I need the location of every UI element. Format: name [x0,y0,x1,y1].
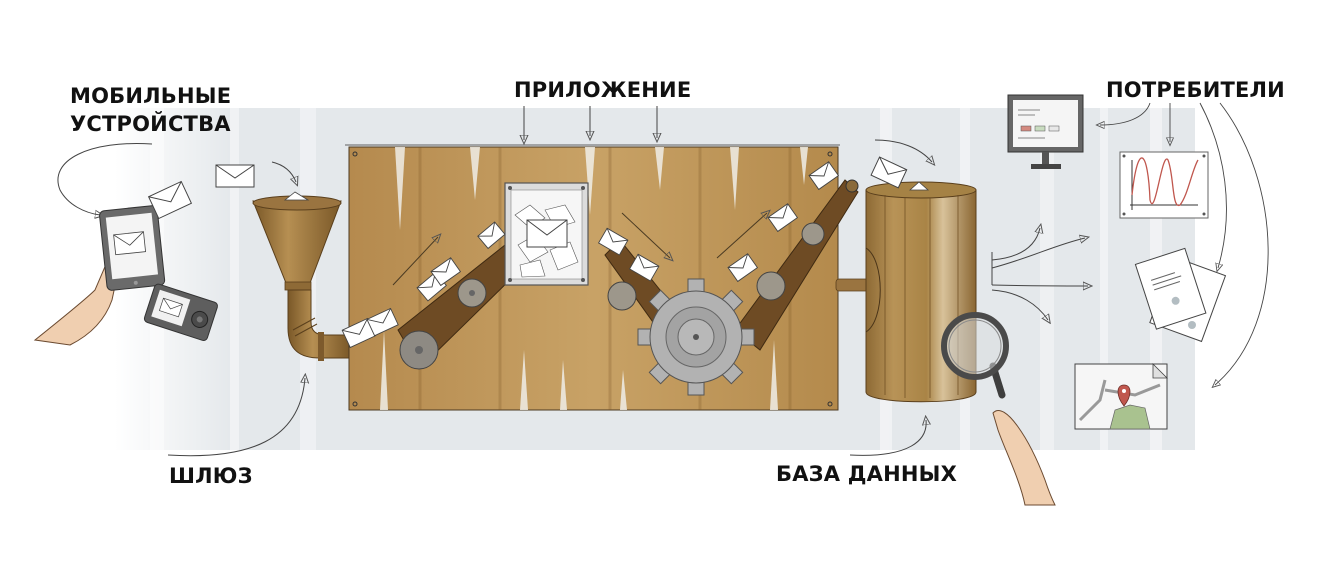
line-chart-icon [1119,151,1209,219]
envelope-box-icon [504,182,589,286]
connector-arrow [57,142,153,215]
mobile-devices-label-line2: УСТРОЙСТВА [70,112,231,136]
envelopes-in-transit [341,161,840,349]
camera-phone-icon [143,283,218,341]
application-label: ПРИЛОЖЕНИЕ [514,78,692,102]
monitor-icon [1007,94,1084,169]
gateway-label: ШЛЮЗ [169,464,253,488]
gateway-funnel-icon [252,191,351,361]
consumers-label: ПОТРЕБИТЕЛИ [1106,78,1285,102]
envelope-icon [147,180,193,220]
tablet-icon [99,205,166,291]
mobile-devices-group [33,142,296,346]
mobile-devices-label: МОБИЛЬНЫЕ УСТРОЙСТВА [70,82,231,138]
envelope-icon [215,164,255,188]
consumer-arrows [1100,102,1269,385]
application-label-arrows [524,106,657,140]
hand-icon [992,410,1056,506]
magnifier-icon [941,312,1056,506]
gear-icon [637,278,755,396]
documents-icon [1134,247,1227,343]
mobile-devices-label-line1: МОБИЛЬНЫЕ [70,84,232,108]
map-pin-icon [1074,363,1168,430]
output-arrows [991,228,1088,320]
database-label: БАЗА ДАННЫХ [776,462,957,486]
